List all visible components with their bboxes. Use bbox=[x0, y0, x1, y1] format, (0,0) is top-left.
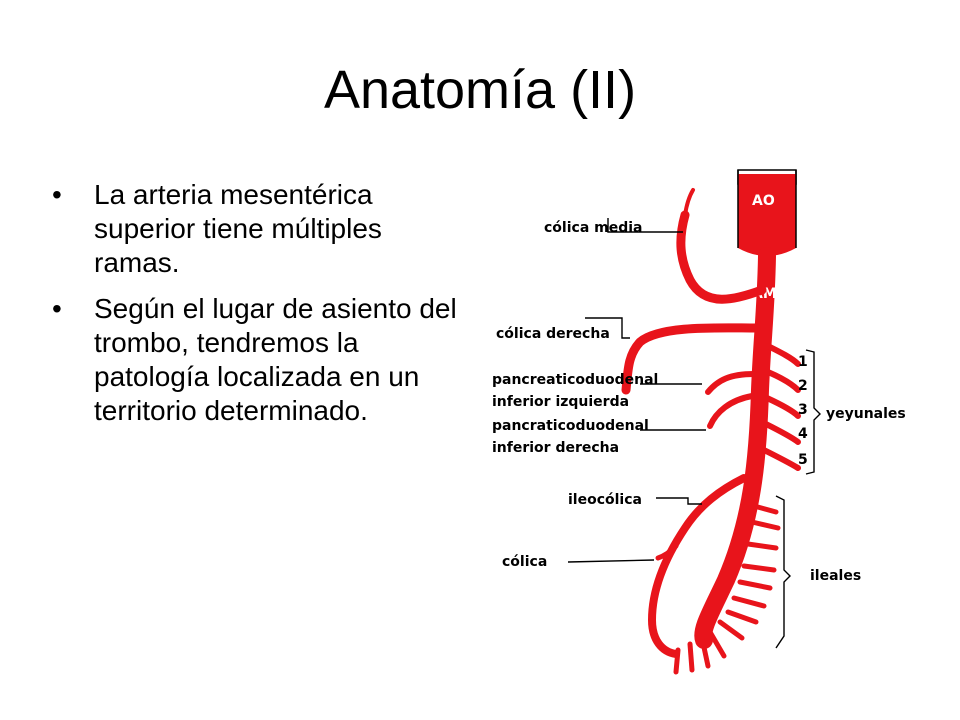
label-colica-media: cólica media bbox=[544, 220, 643, 236]
svg-text:3: 3 bbox=[798, 402, 808, 418]
middle-colic-artery bbox=[676, 210, 767, 304]
sma-trunk bbox=[694, 247, 776, 649]
label-pd-izq-2: inferior izquierda bbox=[492, 394, 629, 410]
label-colica: cólica bbox=[502, 554, 547, 570]
pancreaticoduodenal-left-artery bbox=[705, 371, 757, 395]
pancreaticoduodenal-right-artery bbox=[707, 393, 755, 429]
jejunal-bracket bbox=[805, 349, 821, 475]
svg-text:5: 5 bbox=[798, 452, 808, 468]
label-colica-derecha: cólica derecha bbox=[496, 326, 610, 342]
label-pd-der-2: inferior derecha bbox=[492, 440, 619, 456]
label-pd-der-1: pancraticoduodenal bbox=[492, 418, 649, 434]
mesenteric-artery-diagram: AO AMS cólica media cólica derecha pancr… bbox=[492, 169, 906, 675]
slide-title: Anatomía (II) bbox=[323, 60, 637, 120]
bullet-item: Según el lugar de asiento del trombo, te… bbox=[52, 292, 472, 428]
svg-text:1: 1 bbox=[798, 354, 808, 370]
bullet-item: La arteria mesentérica superior tiene mú… bbox=[52, 178, 472, 280]
label-pd-izq-1: pancreaticoduodenal bbox=[492, 372, 658, 388]
ileocolic-artery bbox=[648, 474, 748, 658]
label-ileales: ileales bbox=[810, 568, 861, 584]
right-colic-artery bbox=[621, 323, 761, 395]
jejunal-branches bbox=[761, 343, 801, 471]
jejunal-numbers: 1 2 3 4 5 bbox=[798, 354, 808, 468]
label-ao: AO bbox=[752, 193, 775, 209]
bullet-list: La arteria mesentérica superior tiene mú… bbox=[52, 178, 472, 440]
ileal-branches bbox=[673, 503, 781, 675]
svg-text:2: 2 bbox=[798, 378, 808, 394]
svg-text:4: 4 bbox=[798, 426, 808, 442]
aorta bbox=[737, 169, 797, 256]
label-ileocolica: ileocólica bbox=[568, 492, 642, 508]
label-yeyunales: yeyunales bbox=[826, 406, 906, 422]
ileal-bracket bbox=[775, 495, 791, 649]
